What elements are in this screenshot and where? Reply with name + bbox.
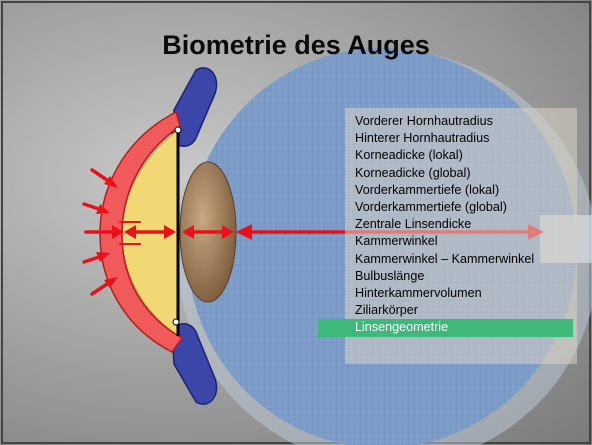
chamber-angle-lower [173,319,179,325]
term-list-item-highlighted[interactable]: Linsengeometrie [318,319,573,336]
term-list-item: Bulbuslänge [353,268,573,285]
slide-title: Biometrie des Auges [0,30,592,61]
term-list-item: Korneadicke (global) [353,165,573,182]
term-list-item: Hinterkammervolumen [353,285,573,302]
term-list-item: Zentrale Linsendicke [353,216,573,233]
term-list-item: Ziliarkörper [353,302,573,319]
term-list-item: Korneadicke (lokal) [353,147,573,164]
chamber-angle-upper [175,127,181,133]
term-list: Vorderer Hornhautradius Hinterer Hornhau… [353,113,573,337]
term-list-item: Vorderkammertiefe (lokal) [353,182,573,199]
term-list-item: Kammerwinkel [353,233,573,250]
term-list-item: Hinterer Hornhautradius [353,130,573,147]
term-list-item: Vorderkammertiefe (global) [353,199,573,216]
term-list-item: Vorderer Hornhautradius [353,113,573,130]
term-list-item: Kammerwinkel – Kammerwinkel [353,251,573,268]
